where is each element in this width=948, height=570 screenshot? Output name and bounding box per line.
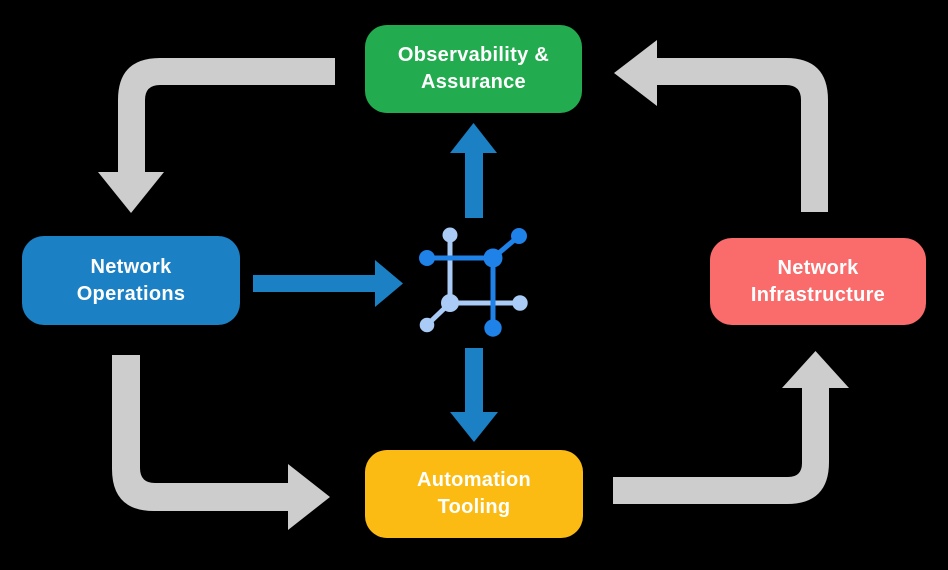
arrow-tooling-to-infrastructure [613, 351, 849, 504]
arrow-platform-to-observability [450, 123, 497, 218]
node-label: Observability & Assurance [397, 44, 550, 93]
icon-dark-nodes [419, 228, 527, 337]
arrow-operations-to-platform [253, 260, 403, 307]
network-platform-icon [419, 227, 528, 337]
arrow-operations-to-tooling [112, 355, 330, 530]
node-label: Network Infrastructure [750, 256, 886, 306]
blue-center-arrows [253, 123, 498, 442]
node-observability-assurance: Observability & Assurance [365, 25, 582, 113]
arrow-infrastructure-to-observability [614, 40, 828, 212]
node-automation-tooling: Automation Tooling [365, 450, 583, 538]
node-label: Network Operations [76, 255, 186, 305]
node-network-infrastructure: Network Infrastructure [710, 238, 926, 325]
gray-cycle-arrows [98, 40, 849, 530]
icon-light-nodes [419, 227, 528, 333]
arrow-observability-to-operations [98, 58, 335, 213]
node-network-operations: Network Operations [22, 236, 240, 325]
arrow-platform-to-tooling [450, 348, 498, 442]
node-label: Automation Tooling [416, 469, 532, 518]
